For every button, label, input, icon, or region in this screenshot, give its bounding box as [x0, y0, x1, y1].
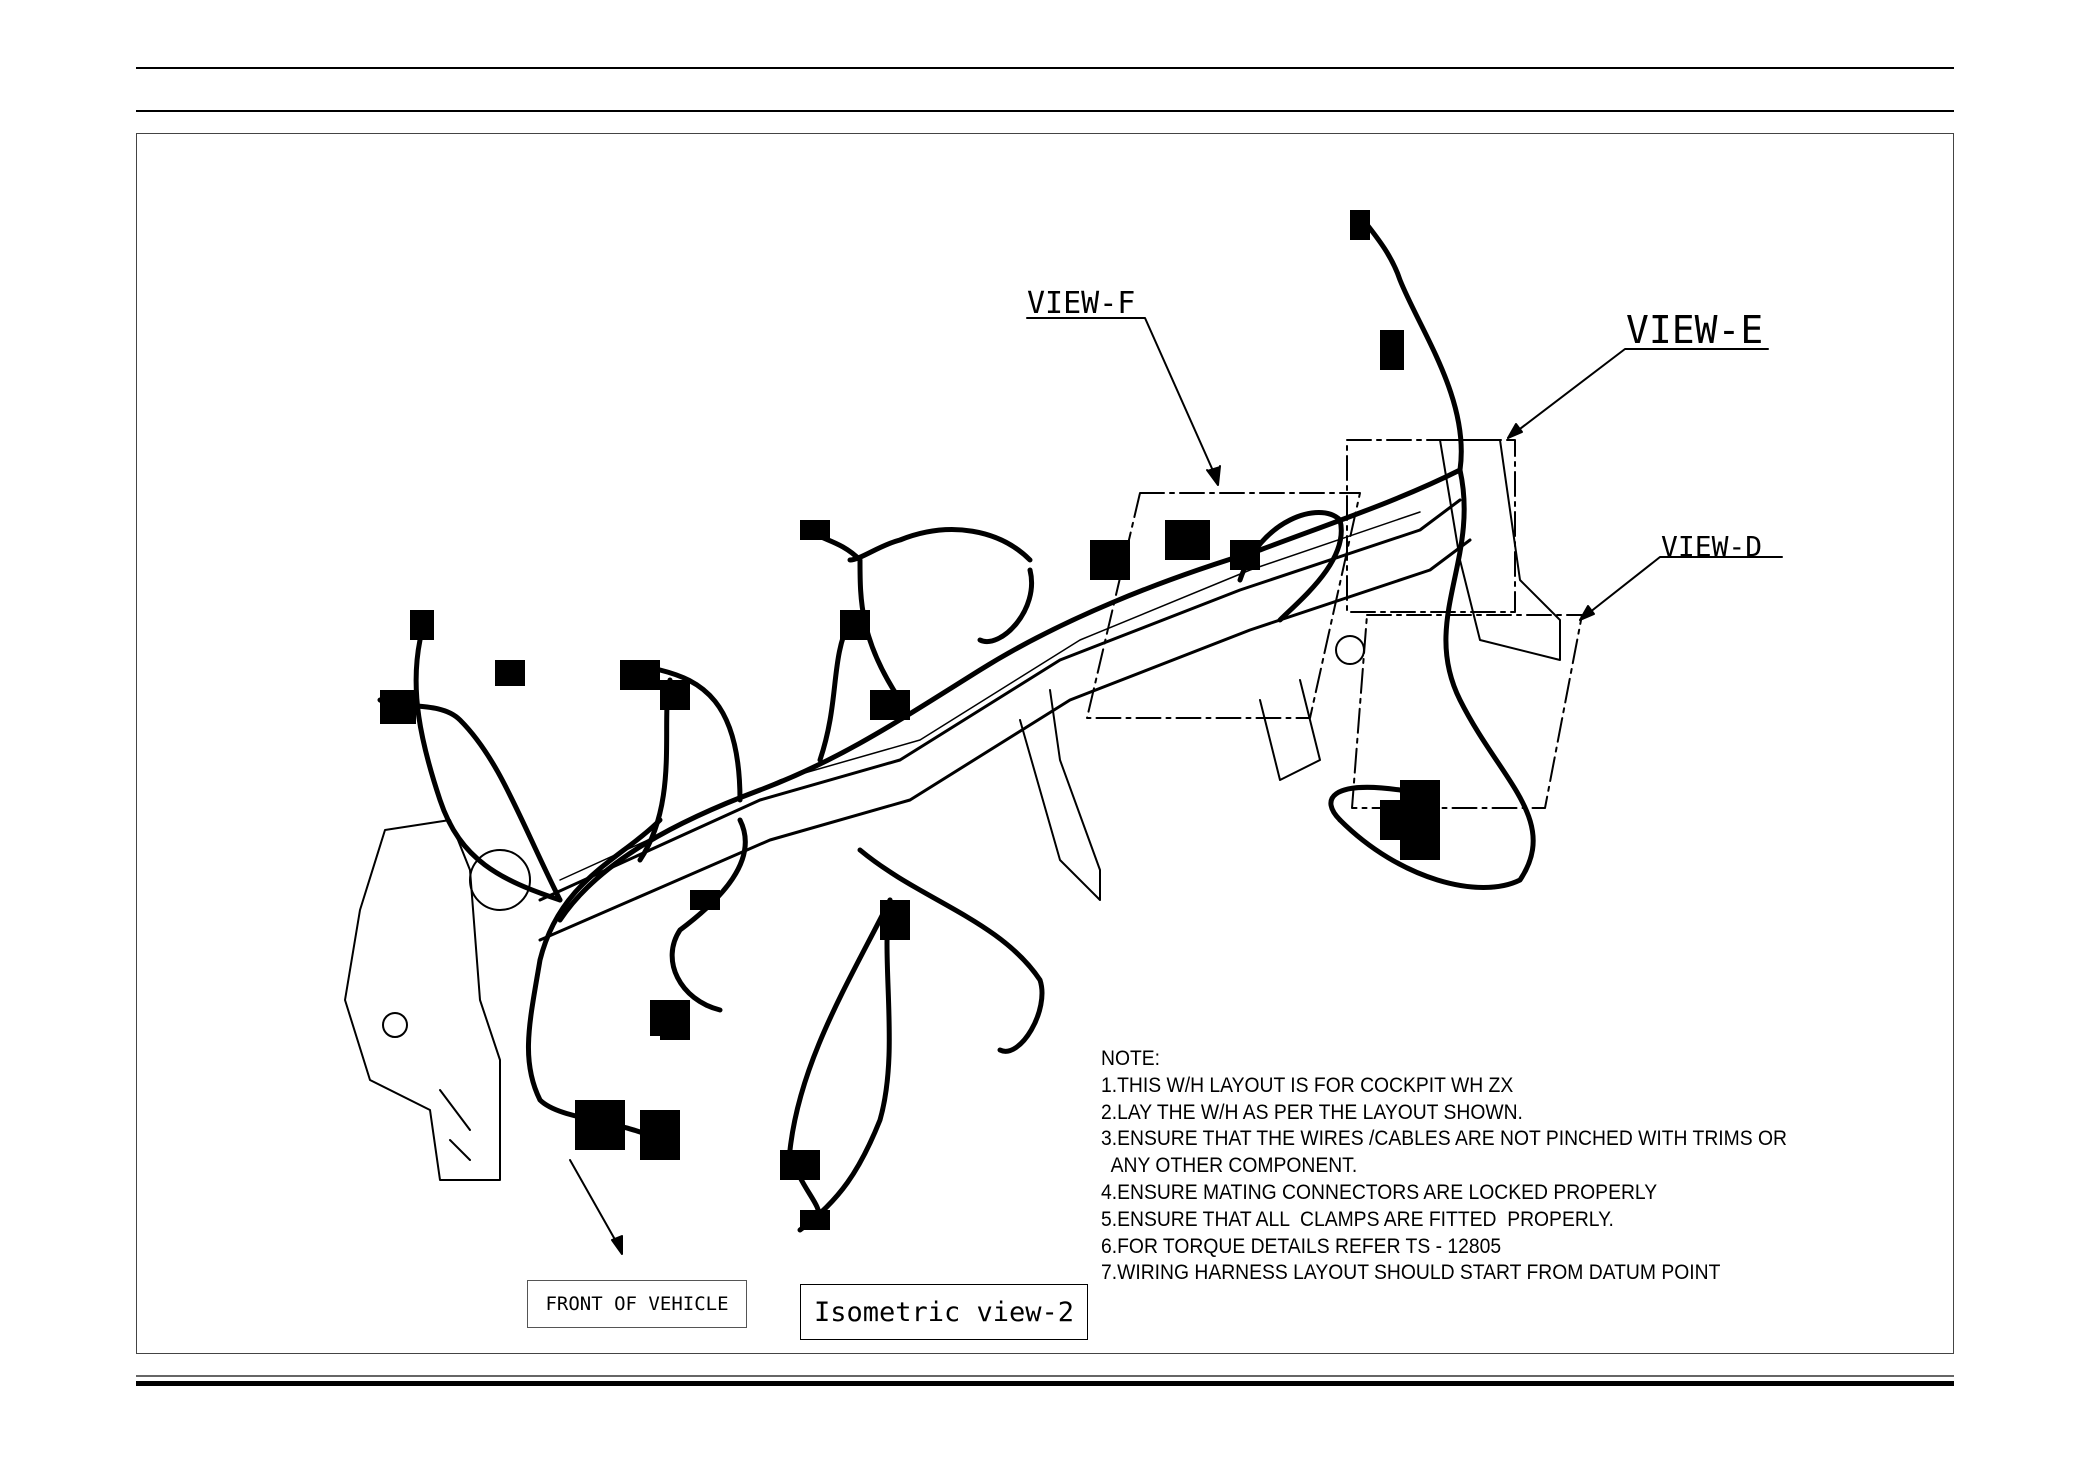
left-mounting-bracket — [344, 819, 531, 1181]
view-d-boundary — [1351, 614, 1583, 809]
front-of-vehicle-text: FRONT OF VEHICLE — [545, 1293, 729, 1315]
view-f-label: VIEW-F — [1027, 286, 1136, 321]
view-f-boundary — [1086, 492, 1361, 719]
view-d-label: VIEW-D — [1661, 530, 1763, 563]
note-line: 3.ENSURE THAT THE WIRES /CABLES ARE NOT … — [1101, 1127, 1787, 1151]
view-boundaries — [1086, 439, 1583, 809]
header-rule-bottom — [136, 110, 1954, 112]
drawing-frame — [136, 133, 1954, 1354]
note-line: 4.ENSURE MATING CONNECTORS ARE LOCKED PR… — [1101, 1180, 1658, 1204]
note-line: ANY OTHER COMPONENT. — [1101, 1154, 1358, 1178]
view-title-box: Isometric view-2 — [800, 1284, 1088, 1340]
connectors — [380, 210, 1440, 1230]
notes-heading: NOTE: — [1101, 1047, 1161, 1070]
front-of-vehicle-label: FRONT OF VEHICLE — [527, 1280, 747, 1328]
note-line: 2.LAY THE W/H AS PER THE LAYOUT SHOWN. — [1101, 1100, 1523, 1124]
center-support-bracket — [1019, 679, 1321, 901]
note-line: 7.WIRING HARNESS LAYOUT SHOULD START FRO… — [1101, 1261, 1721, 1285]
footer-rule-thin — [136, 1375, 1954, 1377]
view-title-text: Isometric view-2 — [813, 1296, 1075, 1328]
note-line: 5.ENSURE THAT ALL CLAMPS ARE FITTED PROP… — [1101, 1207, 1614, 1231]
note-line: 6.FOR TORQUE DETAILS REFER TS - 12805 — [1101, 1234, 1502, 1258]
leader-lines — [569, 317, 1783, 1255]
view-e-boundary — [1346, 439, 1516, 613]
header-rule-top — [136, 67, 1954, 69]
notes-block: NOTE: 1.THIS W/H LAYOUT IS FOR COCKPIT W… — [1101, 1046, 1787, 1287]
view-e-label: VIEW-E — [1626, 308, 1764, 352]
footer-rule-thick — [136, 1381, 1954, 1386]
note-line: 1.THIS W/H LAYOUT IS FOR COCKPIT WH ZX — [1101, 1073, 1514, 1097]
